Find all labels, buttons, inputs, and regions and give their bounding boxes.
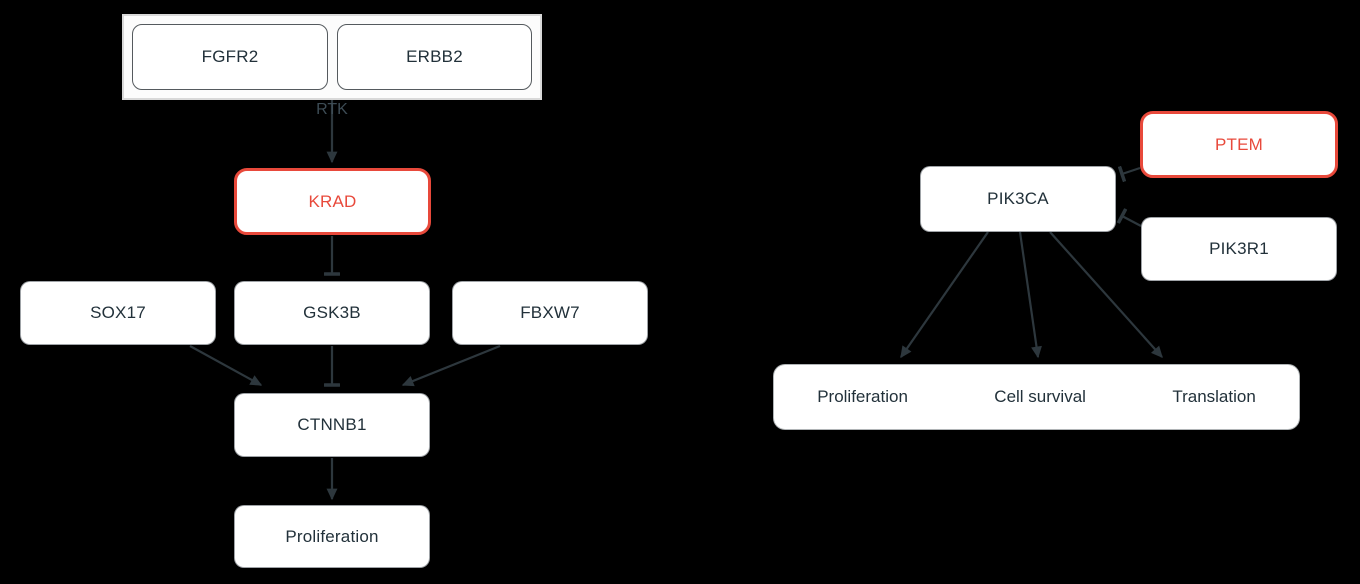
node-fbxw7[interactable]: FBXW7: [452, 281, 648, 345]
node-pik3ca[interactable]: PIK3CA: [920, 166, 1116, 232]
node-label: SOX17: [90, 303, 146, 322]
node-label: KRAD: [308, 191, 357, 211]
node-label: ERBB2: [406, 47, 463, 66]
edge-pik3r1-to-pik3ca: [1122, 216, 1142, 227]
node-proliferation[interactable]: Proliferation: [234, 505, 430, 568]
outcomes-box[interactable]: Proliferation Cell survival Translation: [773, 364, 1300, 430]
outcome-label-proliferation: Proliferation: [817, 387, 908, 406]
edge-ptem-to-pik3ca: [1122, 168, 1141, 174]
edge-sox17-to-ctnnb1: [189, 345, 263, 386]
node-label: CTNNB1: [297, 415, 367, 434]
node-label: PTEM: [1214, 134, 1264, 154]
node-sox17[interactable]: SOX17: [20, 281, 216, 345]
outcome-label-cell-survival: Cell survival: [994, 387, 1086, 406]
node-krad-highlighted[interactable]: KRAD: [234, 168, 431, 235]
node-fgfr2[interactable]: FGFR2: [132, 24, 328, 90]
outcome-label-translation: Translation: [1172, 387, 1256, 406]
node-label: GSK3B: [303, 303, 361, 322]
node-erbb2[interactable]: ERBB2: [337, 24, 532, 90]
node-label: PIK3R1: [1209, 239, 1269, 258]
node-ptem-highlighted[interactable]: PTEM: [1140, 111, 1338, 178]
edge-pik3ca-to-cell-survival: [1018, 231, 1042, 359]
node-label: FGFR2: [201, 47, 259, 66]
node-gsk3b[interactable]: GSK3B: [234, 281, 430, 345]
edge-pik3ca-to-proliferation: [900, 231, 989, 359]
node-label: PIK3CA: [987, 189, 1049, 208]
node-pik3r1[interactable]: PIK3R1: [1141, 217, 1337, 281]
rtk-edge-label: RTK: [316, 101, 348, 118]
edge-fbxw7-to-ctnnb1: [401, 344, 501, 387]
node-label: Proliferation: [285, 526, 379, 546]
node-label: FBXW7: [520, 303, 580, 322]
node-ctnnb1[interactable]: CTNNB1: [234, 393, 430, 457]
